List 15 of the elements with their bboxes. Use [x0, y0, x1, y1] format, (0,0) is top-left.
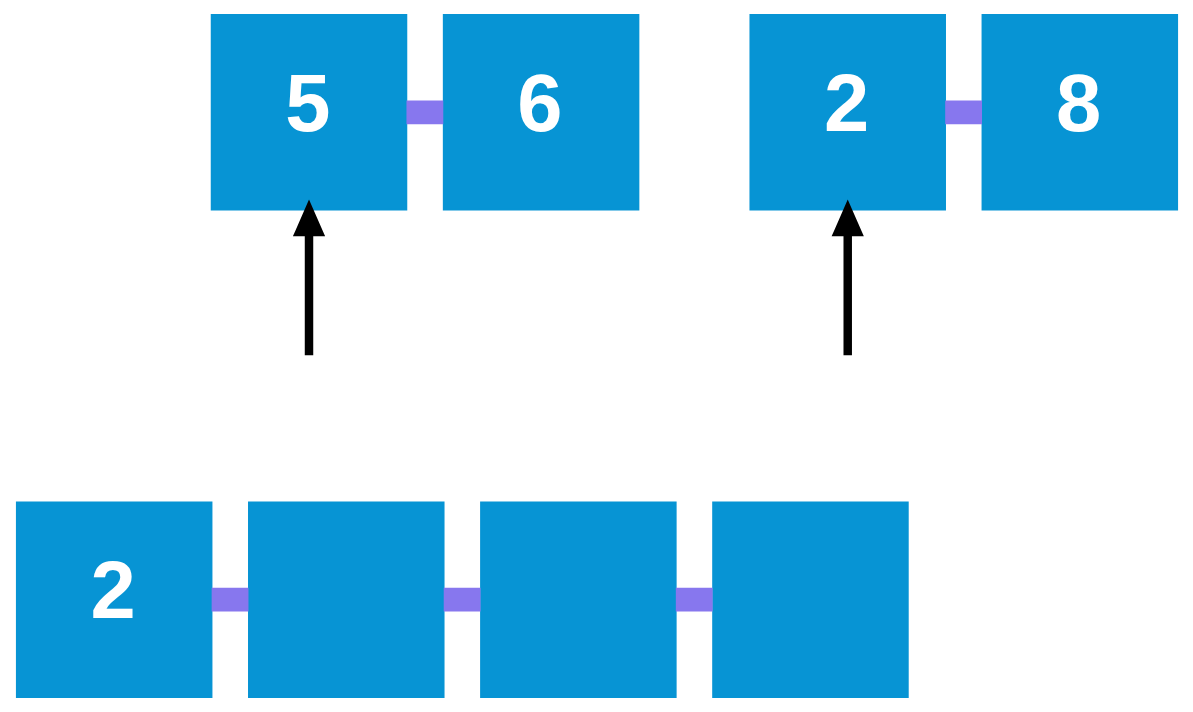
arrow — [292, 199, 325, 356]
node-box: 2 — [15, 501, 212, 698]
node-box — [711, 501, 909, 698]
arrow — [831, 199, 864, 356]
node-box: 6 — [442, 14, 639, 211]
node-box: 8 — [981, 14, 1178, 211]
node-box — [479, 501, 677, 698]
connector — [405, 100, 443, 125]
connector — [211, 587, 248, 612]
connector — [944, 100, 982, 125]
connector — [443, 587, 481, 612]
node-box — [247, 501, 445, 698]
connector — [675, 587, 713, 612]
node-box: 5 — [210, 14, 407, 211]
node-box: 2 — [748, 14, 946, 211]
